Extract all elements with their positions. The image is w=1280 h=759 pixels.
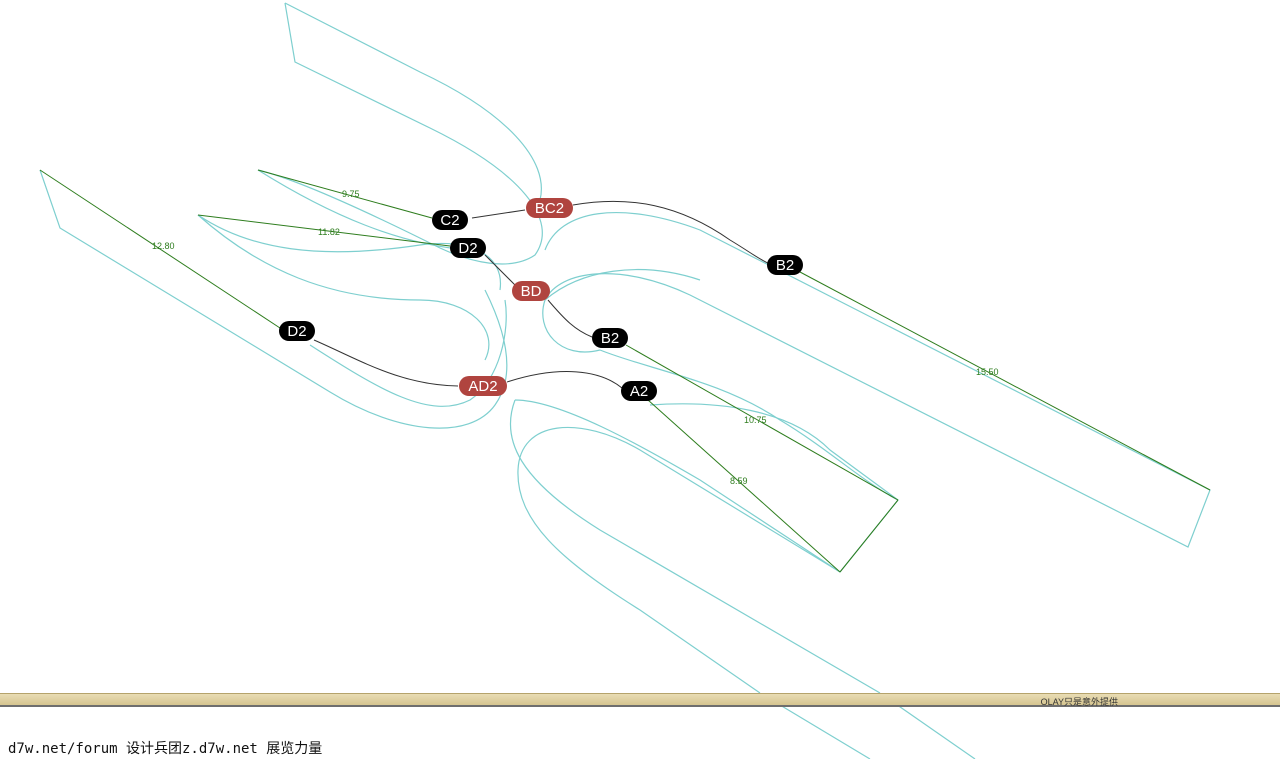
dimension-line-1280: [39, 169, 281, 329]
outline-right-inner: [544, 268, 701, 301]
outline-upper-petal: [257, 169, 471, 251]
node-b2-right[interactable]: B2: [767, 255, 803, 275]
outline-bottom-loop-outer: [509, 399, 881, 693]
outline-d2-lower: [309, 299, 507, 407]
outline-group: [39, 2, 1211, 693]
outline-right-long: [542, 212, 1211, 548]
watermark-text: d7w.net/forum 设计兵团z.d7w.net 展览力量: [8, 741, 323, 757]
outline-bottom-loop-inner: [517, 426, 841, 693]
outline-left-loop: [39, 169, 508, 429]
dimension-line-975: [257, 169, 433, 219]
outline-left-inner: [197, 214, 490, 361]
node-label-bd: BD: [521, 283, 542, 300]
node-group: C2 BC2 D2 B2 BD D2: [279, 198, 803, 401]
node-d2-left[interactable]: D2: [279, 321, 315, 341]
path-d2-bd: [484, 254, 516, 286]
node-label-c2: C2: [440, 212, 459, 229]
outline-top-inner: [284, 2, 542, 201]
status-bar-text: OLAY只是意外提供: [1040, 697, 1118, 707]
distance-label-975: 9.75: [342, 189, 360, 199]
distance-label-859: 8.59: [730, 476, 748, 486]
path-c2-bc2: [471, 209, 526, 219]
flow-diagram: 9.75 11.82 12.80 15.50 10.75 8.59 C2 BC2…: [39, 2, 1211, 693]
path-d2-ad2: [313, 339, 459, 387]
dimension-line-859: [647, 399, 841, 573]
dimension-line-1550: [799, 271, 1211, 491]
distance-label-group: 9.75 11.82 12.80 15.50 10.75 8.59: [152, 189, 999, 486]
dimension-line-1182: [197, 214, 451, 247]
node-label-bc2: BC2: [535, 200, 564, 217]
distance-label-1182: 11.82: [318, 227, 340, 237]
node-label-d2-left: D2: [287, 323, 306, 340]
path-bd-b2: [547, 299, 593, 338]
distance-label-1550: 15.50: [976, 367, 999, 377]
outline-top-loop: [257, 2, 543, 265]
node-d2-upper[interactable]: D2: [450, 238, 486, 258]
outline-mid-left: [197, 214, 502, 291]
status-bar: OLAY只是意外提供: [0, 693, 1280, 707]
path-ad2-a2: [506, 371, 623, 389]
node-c2[interactable]: C2: [432, 210, 468, 230]
node-label-ad2: AD2: [468, 378, 497, 395]
distance-label-1280: 12.80: [152, 241, 175, 251]
path-group: [313, 200, 771, 389]
node-ad2[interactable]: AD2: [459, 376, 507, 396]
node-b2-mid[interactable]: B2: [592, 328, 628, 348]
node-label-b2-mid: B2: [601, 330, 619, 347]
node-bc2[interactable]: BC2: [526, 198, 573, 218]
node-label-d2-upper: D2: [458, 240, 477, 257]
node-bd[interactable]: BD: [512, 281, 550, 301]
dimension-line-1075: [625, 344, 899, 501]
distance-label-1075: 10.75: [744, 415, 767, 425]
node-label-b2-right: B2: [776, 257, 794, 274]
dimension-cap-right: [839, 499, 899, 573]
outline-a2-fork: [514, 399, 899, 573]
dimension-group: [39, 169, 1211, 573]
node-label-a2: A2: [630, 383, 648, 400]
outline-mid-right: [599, 349, 899, 501]
node-a2[interactable]: A2: [621, 381, 657, 401]
path-bc2-b2: [572, 200, 771, 265]
